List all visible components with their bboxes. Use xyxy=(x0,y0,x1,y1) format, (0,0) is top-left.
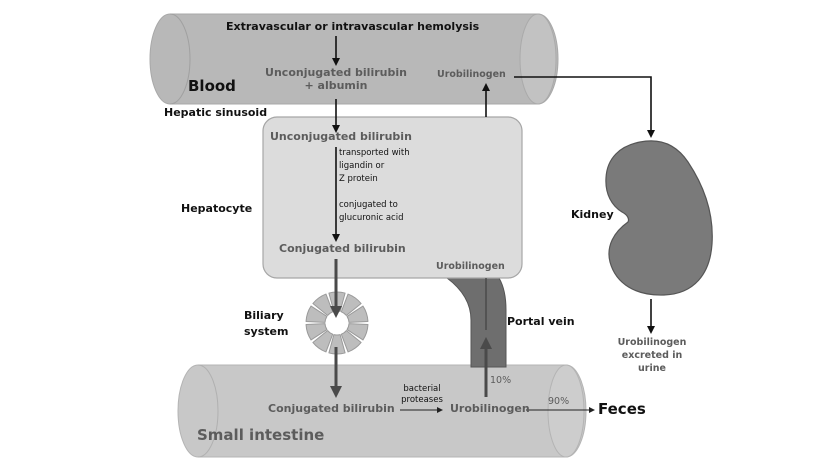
biliary-line1: Biliary xyxy=(244,309,284,322)
transport-line1: transported with xyxy=(339,148,410,158)
urine-excretion-label: Urobilinogen excreted in urine xyxy=(606,336,698,375)
blood-unconjugated-bilirubin-label: Unconjugated bilirubin + albumin xyxy=(262,66,410,92)
blood-vessel xyxy=(149,13,559,105)
blood-label: Blood xyxy=(188,77,236,95)
excreted-percent-label: 90% xyxy=(548,396,570,407)
biliary-system-ring xyxy=(305,291,369,355)
hemolysis-label: Extravascular or intravascular hemolysis xyxy=(226,20,480,33)
reabsorbed-percent-label: 10% xyxy=(490,375,512,386)
small-intestine-label: Small intestine xyxy=(197,426,325,444)
conjugation-line2: glucuronic acid xyxy=(339,213,404,223)
enzyme-line1: bacterial xyxy=(403,384,441,394)
bacterial-proteases-label: bacterial proteases xyxy=(399,384,445,406)
hepatocyte-label: Hepatocyte xyxy=(181,202,253,215)
portal-vein-label: Portal vein xyxy=(507,315,575,328)
transport-note: transported with ligandin or Z protein xyxy=(339,147,410,186)
conjugation-note: conjugated to glucuronic acid xyxy=(339,199,403,225)
transport-line2: ligandin or xyxy=(339,161,385,171)
blood-vessel-left-rim xyxy=(169,13,191,105)
biliary-cell-segment xyxy=(312,330,334,353)
kidney-label: Kidney xyxy=(571,208,614,221)
hepatic-sinusoid-label: Hepatic sinusoid xyxy=(164,106,268,119)
arrow-blood-to-kidney xyxy=(514,76,655,138)
blood-unconjugated-line1: Unconjugated bilirubin xyxy=(265,66,407,79)
hepatocyte-conjugated-label: Conjugated bilirubin xyxy=(279,242,406,255)
feces-label: Feces xyxy=(598,400,646,418)
biliary-system-label: Biliary system xyxy=(244,308,288,340)
biliary-cell-segment xyxy=(328,334,346,355)
biliary-cell-segment xyxy=(305,323,328,341)
urine-line2: excreted in xyxy=(621,350,683,361)
biliary-line2: system xyxy=(244,325,289,338)
hepatocyte-urobilinogen-label: Urobilinogen xyxy=(436,261,505,272)
intestine-conjugated-label: Conjugated bilirubin xyxy=(268,402,395,415)
blood-urobilinogen-label: Urobilinogen xyxy=(437,69,506,80)
small-intestine-cap xyxy=(547,364,585,458)
biliary-cell-segment xyxy=(305,305,328,323)
biliary-cell-segment xyxy=(346,323,369,341)
hepatocyte-cell xyxy=(262,116,523,279)
small-intestine xyxy=(177,364,587,458)
enzyme-line2: proteases xyxy=(401,395,443,405)
urine-line3: urine xyxy=(638,363,666,374)
urine-line1: Urobilinogen xyxy=(617,337,687,348)
hepatocyte-unconjugated-label: Unconjugated bilirubin xyxy=(270,130,412,143)
transport-line3: Z protein xyxy=(339,174,378,184)
biliary-cell-segment xyxy=(346,305,369,323)
portal-vein xyxy=(445,277,507,368)
blood-unconjugated-line2: + albumin xyxy=(304,78,368,92)
conjugation-line1: conjugated to xyxy=(339,200,398,210)
blood-vessel-cap xyxy=(519,13,557,105)
small-intestine-left-rim xyxy=(197,364,219,458)
biliary-cell-segment xyxy=(340,330,362,353)
kidney-shape xyxy=(605,140,713,296)
intestine-urobilinogen-label: Urobilinogen xyxy=(450,402,530,415)
